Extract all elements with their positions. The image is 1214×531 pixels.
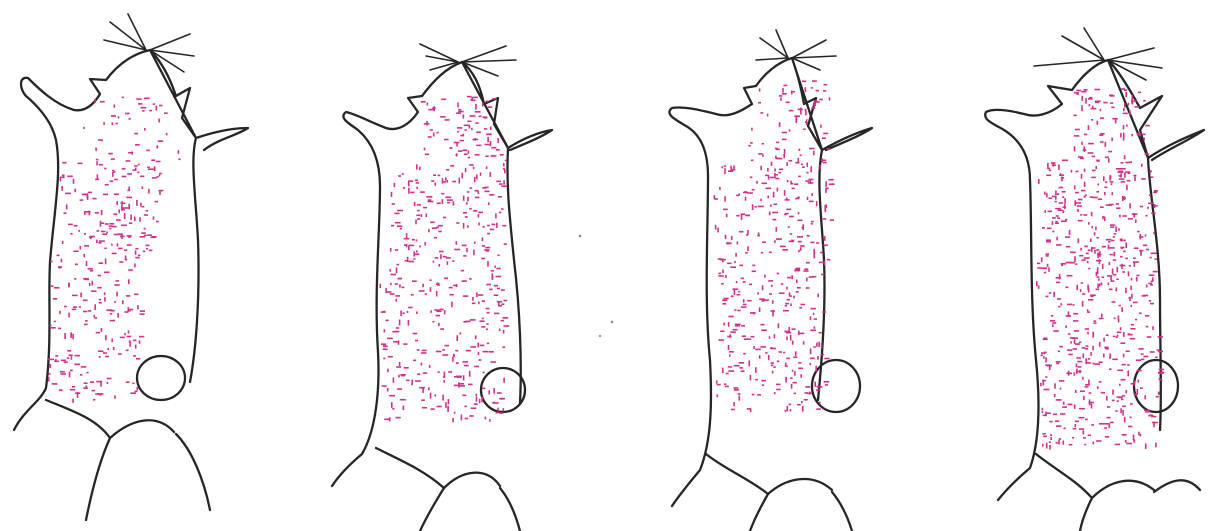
mouse-panel-1 [14, 14, 248, 520]
speck-3c [599, 335, 601, 337]
speck-3b [611, 321, 614, 324]
whiskers-4 [1034, 28, 1162, 80]
mouse-panel-2 [332, 44, 552, 531]
mouse-outline-1 [14, 50, 248, 520]
tumor-circle-2 [481, 368, 525, 412]
mouse-panel-4 [985, 28, 1204, 531]
marker-cluster-4 [1037, 89, 1165, 450]
speck-1 [83, 127, 85, 129]
mouse-outline-2 [332, 62, 552, 531]
whiskers-1 [104, 14, 194, 72]
tumor-circle-4 [1134, 360, 1178, 412]
speck-3a [579, 235, 582, 238]
whiskers-3 [756, 30, 836, 70]
tumor-circle-1 [137, 356, 185, 400]
mouse-panel-3 [579, 30, 872, 531]
